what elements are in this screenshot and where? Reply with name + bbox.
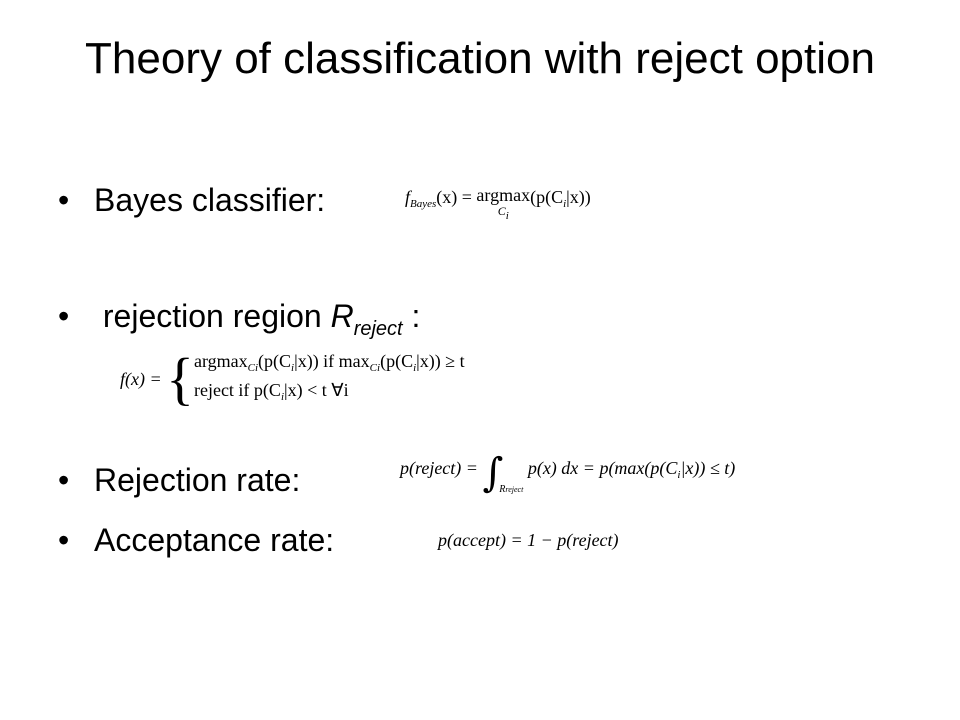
bullet-label: Bayes classifier:: [94, 182, 326, 218]
bullet-acceptance-rate: • Acceptance rate:: [58, 520, 334, 560]
bullet-label: Acceptance rate:: [94, 522, 335, 558]
bullet-rejection-region: • rejection region Rreject :: [58, 296, 420, 349]
bullet-bayes-classifier: • Bayes classifier:: [58, 180, 325, 220]
bullet-label: rejection region Rreject :: [102, 298, 421, 340]
slide-title: Theory of classification with reject opt…: [85, 34, 875, 83]
formula-reject-rule: f(x) = { argmaxCi(p(Ci|x)) if maxCi(p(Ci…: [120, 346, 465, 411]
bullet-rejection-rate: • Rejection rate:: [58, 460, 300, 500]
bullet-glyph: •: [58, 462, 70, 498]
bullet-glyph: •: [58, 182, 70, 218]
bullet-glyph: •: [58, 298, 70, 334]
formula-rejection-rate: p(reject) = ∫Rreject p(x) dx = p(max(p(C…: [400, 450, 736, 496]
bullet-glyph: •: [58, 522, 70, 558]
bullet-label: Rejection rate:: [94, 462, 301, 498]
formula-acceptance-rate: p(accept) = 1 − p(reject): [438, 530, 619, 550]
